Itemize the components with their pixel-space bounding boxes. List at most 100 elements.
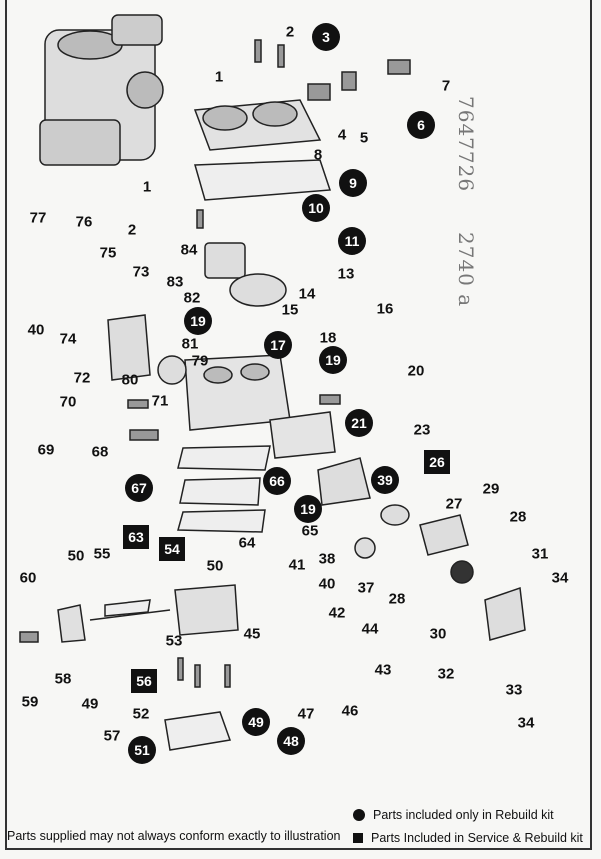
part-label-58: 58 [54, 670, 72, 688]
part-label-54: 54 [159, 537, 185, 561]
part-label-63: 63 [123, 525, 149, 549]
part-label-80: 80 [121, 371, 139, 389]
handwritten-note: 7647726 [454, 96, 478, 193]
part-label-26: 26 [424, 450, 450, 474]
part-label-40: 40 [27, 321, 45, 339]
part-label-30: 30 [429, 625, 447, 643]
part-label-50: 50 [206, 557, 224, 575]
part-label-7: 7 [441, 77, 451, 95]
part-label-38: 38 [318, 550, 336, 568]
part-label-59: 59 [21, 693, 39, 711]
part-label-45: 45 [243, 625, 261, 643]
part-label-40: 40 [318, 575, 336, 593]
part-label-81: 81 [181, 335, 199, 353]
part-label-57: 57 [103, 727, 121, 745]
part-label-73: 73 [132, 263, 150, 281]
part-label-49: 49 [242, 708, 270, 736]
screws-and-fittings [19, 39, 411, 688]
part-label-51: 51 [128, 736, 156, 764]
part-label-1: 1 [214, 68, 224, 86]
part-label-34: 34 [551, 569, 569, 587]
part-label-2: 2 [285, 23, 295, 41]
part-label-3: 3 [312, 23, 340, 51]
part-label-76: 76 [75, 213, 93, 231]
part-label-65: 65 [301, 522, 319, 540]
illustration-disclaimer: Parts supplied may not always conform ex… [7, 829, 341, 843]
legend-rebuild-kit-label: Parts included only in Rebuild kit [373, 808, 554, 822]
part-label-29: 29 [482, 480, 500, 498]
part-label-56: 56 [131, 669, 157, 693]
part-label-14: 14 [298, 285, 316, 303]
part-label-28: 28 [509, 508, 527, 526]
part-label-46: 46 [341, 702, 359, 720]
part-label-37: 37 [357, 579, 375, 597]
legend-service-rebuild-kit: Parts Included in Service & Rebuild kit [353, 831, 583, 845]
part-label-5: 5 [359, 129, 369, 147]
part-label-60: 60 [19, 569, 37, 587]
part-label-32: 32 [437, 665, 455, 683]
part-label-27: 27 [445, 495, 463, 513]
part-label-43: 43 [374, 661, 392, 679]
part-label-79: 79 [191, 352, 209, 370]
part-label-23: 23 [413, 421, 431, 439]
fuel-pump-parts [317, 457, 526, 641]
part-label-70: 70 [59, 393, 77, 411]
part-label-33: 33 [505, 681, 523, 699]
part-label-2: 2 [127, 221, 137, 239]
part-label-11: 11 [338, 227, 366, 255]
part-label-67: 67 [125, 474, 153, 502]
part-label-48: 48 [277, 727, 305, 755]
square-marker-icon [353, 833, 363, 843]
part-label-21: 21 [345, 409, 373, 437]
part-label-49: 49 [81, 695, 99, 713]
part-label-10: 10 [302, 194, 330, 222]
part-label-19: 19 [319, 346, 347, 374]
part-label-1: 1 [142, 178, 152, 196]
part-label-4: 4 [337, 126, 347, 144]
diagram-frame [5, 0, 592, 850]
part-label-69: 69 [37, 441, 55, 459]
part-label-41: 41 [288, 556, 306, 574]
part-label-16: 16 [376, 300, 394, 318]
part-label-64: 64 [238, 534, 256, 552]
part-label-44: 44 [361, 620, 379, 638]
part-label-17: 17 [264, 331, 292, 359]
part-label-50: 50 [67, 547, 85, 565]
part-label-8: 8 [313, 146, 323, 164]
accelerator-pump-parts [107, 314, 187, 385]
legend-service-rebuild-kit-label: Parts Included in Service & Rebuild kit [371, 831, 583, 845]
part-label-9: 9 [339, 169, 367, 197]
assembled-carburetor [39, 14, 164, 166]
part-label-75: 75 [99, 244, 117, 262]
part-label-19: 19 [184, 307, 212, 335]
part-label-20: 20 [407, 362, 425, 380]
part-label-83: 83 [166, 273, 184, 291]
part-label-6: 6 [407, 111, 435, 139]
gaskets [104, 159, 332, 751]
part-label-31: 31 [531, 545, 549, 563]
part-label-47: 47 [297, 705, 315, 723]
part-label-66: 66 [263, 467, 291, 495]
part-label-39: 39 [371, 466, 399, 494]
part-label-28: 28 [388, 590, 406, 608]
carburetor-main-body [184, 354, 336, 459]
part-label-68: 68 [91, 443, 109, 461]
part-label-15: 15 [281, 301, 299, 319]
air-horn-cover [193, 99, 322, 151]
part-label-52: 52 [132, 705, 150, 723]
part-label-19: 19 [294, 495, 322, 523]
part-label-55: 55 [93, 545, 111, 563]
part-label-18: 18 [319, 329, 337, 347]
part-label-72: 72 [73, 369, 91, 387]
part-label-13: 13 [337, 265, 355, 283]
legend-rebuild-kit: Parts included only in Rebuild kit [353, 808, 554, 822]
part-label-71: 71 [151, 392, 169, 410]
float-and-venturi [204, 242, 287, 307]
part-label-84: 84 [180, 241, 198, 259]
part-label-82: 82 [183, 289, 201, 307]
part-label-53: 53 [165, 632, 183, 650]
handwritten-note: 2740 a [454, 232, 478, 308]
throttle-body [57, 584, 239, 643]
part-label-74: 74 [59, 330, 77, 348]
